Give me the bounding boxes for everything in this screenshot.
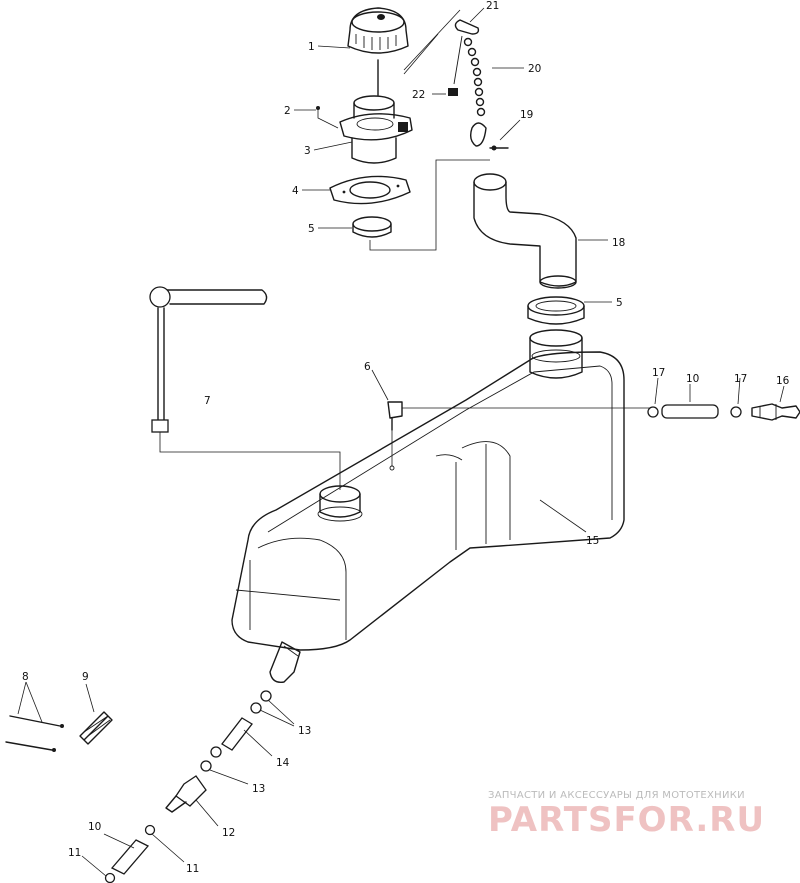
callout-10-fuel: 10 [88, 821, 101, 833]
fuel-hose-10 [110, 839, 150, 875]
hose-clamp-upper [352, 216, 392, 238]
leader-lines [17, 7, 785, 877]
gasket [329, 175, 411, 205]
callout-15: 15 [586, 535, 599, 547]
check-valve [751, 403, 800, 421]
watermark-brand: PARTSFOR.RU [488, 800, 766, 840]
callout-12: 12 [222, 827, 235, 839]
callout-7: 7 [204, 395, 211, 407]
fuel-tank [231, 329, 625, 683]
callout-16: 16 [776, 375, 790, 387]
cap-tether-chain [448, 19, 487, 147]
callout-9: 9 [82, 671, 89, 683]
callout-4: 4 [292, 185, 299, 197]
vent-line-clamp-b [730, 406, 742, 418]
callout-18: 18 [612, 237, 625, 249]
callout-14: 14 [276, 757, 290, 769]
spring-9 [79, 711, 113, 745]
filler-hose-elbow [473, 173, 577, 289]
callout-17-right: 17 [734, 373, 747, 385]
callout-21: 21 [486, 0, 499, 12]
vent-line-clamp-a [647, 406, 659, 418]
clamp-11-upper [144, 824, 156, 836]
callout-17-left: 17 [652, 367, 665, 379]
fuel-level-sender [149, 286, 341, 490]
watermark-tagline: ЗАПЧАСТИ И АКСЕССУАРЫ ДЛЯ МОТОТЕХНИКИ [488, 790, 745, 801]
callout-11-right: 11 [186, 863, 199, 875]
clamp-13-upper [250, 690, 272, 714]
callout-labels: 1 2 3 4 5 5 6 7 8 9 10 10 11 11 12 13 13… [22, 0, 790, 875]
spring-clamps-8 [5, 715, 64, 752]
callout-11-left: 11 [68, 847, 81, 859]
callout-10-vent: 10 [686, 373, 699, 385]
filler-neck [316, 95, 413, 164]
callout-2: 2 [284, 105, 291, 117]
callout-1: 1 [308, 41, 315, 53]
callout-6: 6 [364, 361, 371, 373]
callout-5-upper: 5 [308, 223, 315, 235]
fuel-hose-14 [221, 717, 253, 751]
vent-fitting [387, 401, 650, 471]
callout-22: 22 [412, 89, 425, 101]
callout-8: 8 [22, 671, 29, 683]
callout-3: 3 [304, 145, 311, 157]
pin [489, 145, 509, 151]
callout-13-upper: 13 [298, 725, 311, 737]
clamp-11-lower [104, 872, 116, 883]
callout-5-lower: 5 [616, 297, 623, 309]
callout-13-lower: 13 [252, 783, 265, 795]
callout-20: 20 [528, 63, 541, 75]
vent-hose [661, 404, 719, 419]
hose-clamp-lower [527, 296, 585, 325]
filler-cap [347, 7, 409, 96]
clamp-13-lower [200, 746, 222, 772]
callout-19: 19 [520, 109, 533, 121]
fuel-filter-12 [165, 775, 207, 813]
